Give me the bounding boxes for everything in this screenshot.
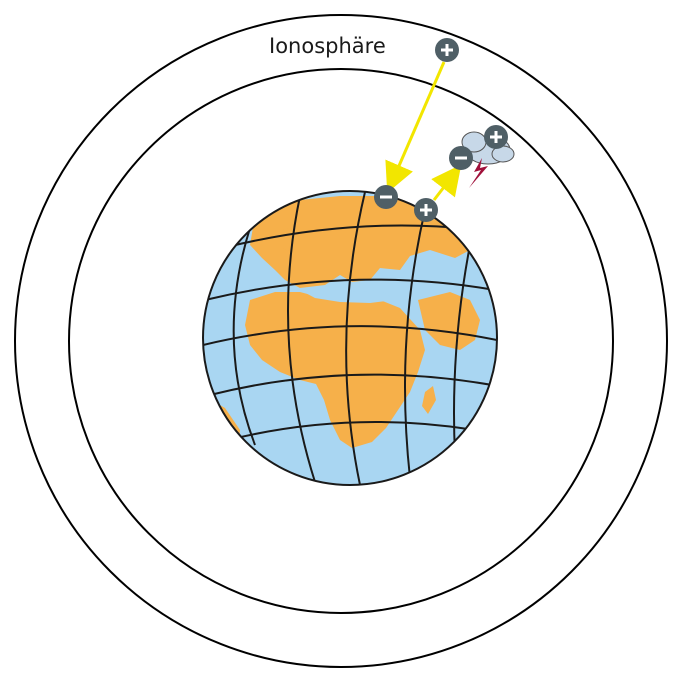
upward-current-arrow — [434, 174, 454, 200]
earth-globe — [203, 191, 497, 485]
plus-charge-icon — [484, 125, 508, 149]
plus-charge-icon — [435, 38, 459, 62]
plus-charge-icon — [414, 198, 438, 222]
minus-charge-icon — [449, 146, 473, 170]
minus-charge-icon — [374, 185, 398, 209]
ionosphere-label: Ionosphäre — [269, 34, 386, 58]
